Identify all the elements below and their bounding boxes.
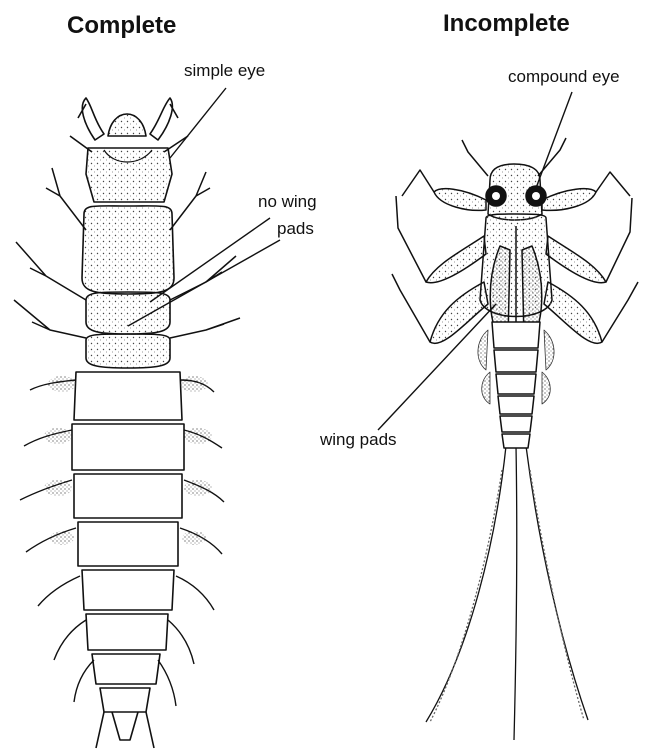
nymph-abdomen: [492, 322, 540, 448]
leader-compound-eye: [536, 92, 572, 188]
nymph-cerci: [426, 446, 588, 740]
larva-abdomen: [72, 372, 184, 748]
larva-head: [86, 148, 172, 202]
larva-mesonotum: [86, 292, 170, 334]
nymph-drawing: [392, 138, 638, 740]
larva-mandibles: [78, 98, 178, 140]
larva-metanotum: [86, 334, 170, 368]
leader-simple-eye: [170, 88, 226, 158]
larva-pronotum: [82, 206, 174, 294]
larva-drawing: [14, 98, 240, 748]
